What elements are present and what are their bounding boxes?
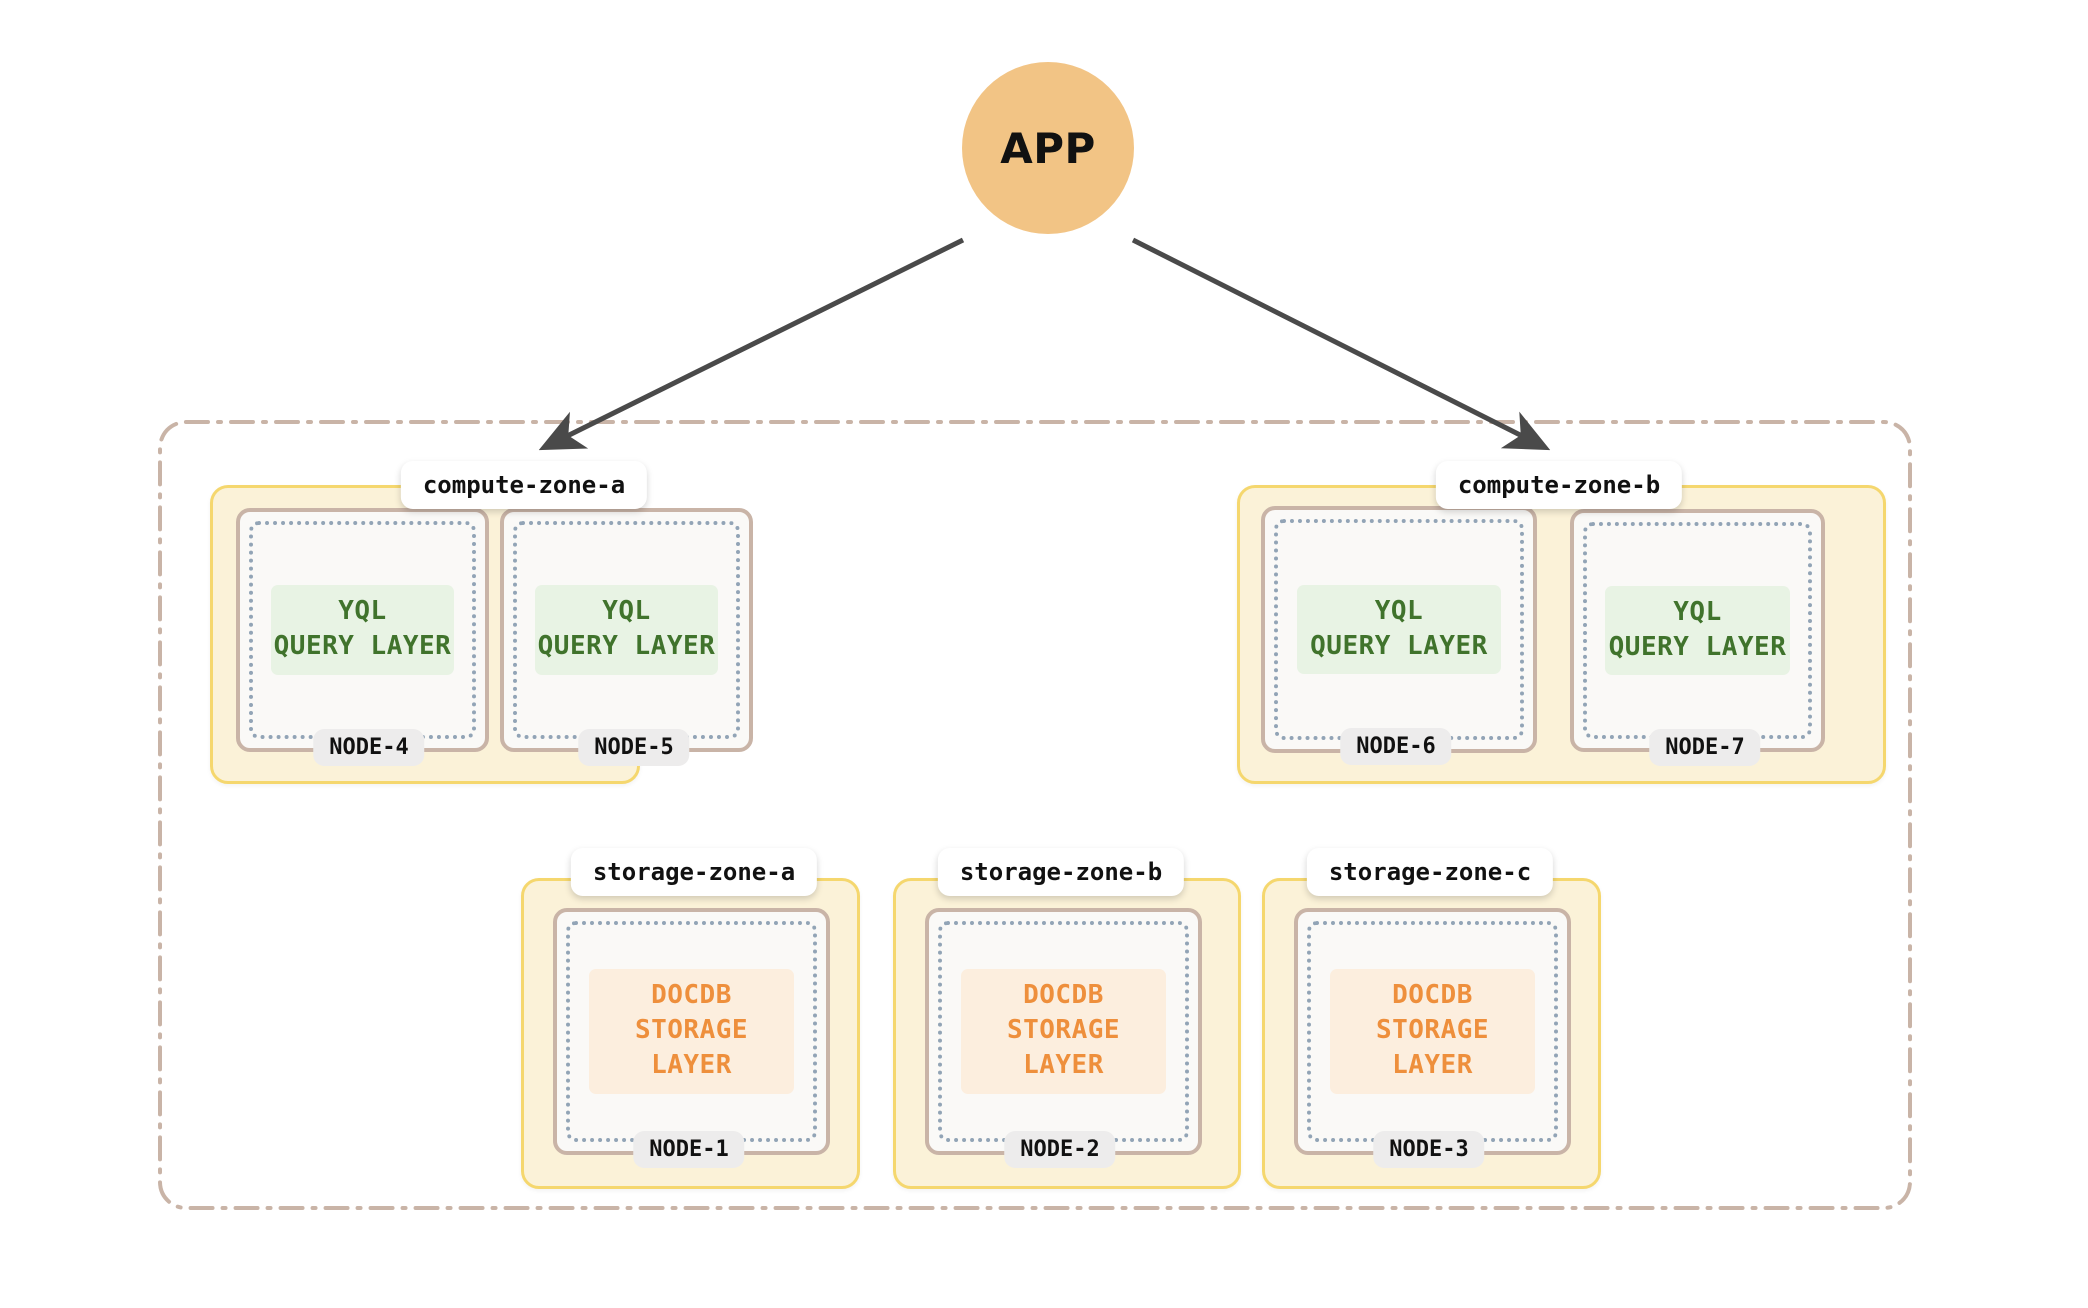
node-6-layer-chip: YQL QUERY LAYER — [1297, 584, 1501, 675]
node-5-box[interactable]: YQL QUERY LAYER — [500, 508, 753, 752]
node-5-badge: NODE-5 — [578, 729, 690, 766]
zone-label-storage-zone-a: storage-zone-a — [570, 848, 818, 896]
node-4-badge: NODE-4 — [313, 729, 425, 766]
node-5-inner: YQL QUERY LAYER — [513, 521, 740, 739]
app-node-label: APP — [1000, 123, 1096, 173]
node-1-layer-line2: STORAGE LAYER — [634, 1015, 749, 1080]
arrow-app-to-compute-zone-b — [1131, 237, 1551, 451]
node-3-layer-line2: STORAGE LAYER — [1375, 1015, 1490, 1080]
node-1-layer-line1: DOCDB — [651, 980, 732, 1011]
node-2-layer-chip: DOCDB STORAGE LAYER — [961, 969, 1166, 1094]
node-4-layer-line1: YQL — [338, 596, 387, 627]
node-4-layer-line2: QUERY LAYER — [273, 631, 452, 661]
node-1-badge: NODE-1 — [633, 1131, 745, 1168]
zone-label-compute-zone-a: compute-zone-a — [400, 461, 648, 509]
zone-label-compute-zone-b: compute-zone-b — [1435, 461, 1683, 509]
node-3-layer-line1: DOCDB — [1392, 980, 1473, 1011]
node-2-layer-line2: STORAGE LAYER — [1006, 1015, 1121, 1080]
node-3-inner: DOCDB STORAGE LAYER — [1307, 921, 1558, 1142]
node-2-layer-line1: DOCDB — [1023, 980, 1104, 1011]
node-7-layer-line2: QUERY LAYER — [1608, 631, 1787, 662]
zone-label-storage-zone-c: storage-zone-c — [1306, 848, 1554, 896]
node-6-inner: YQL QUERY LAYER — [1274, 519, 1524, 740]
node-4-inner: YQL QUERY LAYER — [249, 521, 476, 739]
node-4-box[interactable]: YQL QUERY LAYER — [236, 508, 489, 752]
zone-label-storage-zone-b: storage-zone-b — [937, 848, 1185, 896]
node-7-layer-line1: YQL — [1673, 596, 1722, 627]
node-3-box[interactable]: DOCDB STORAGE LAYER — [1294, 908, 1571, 1155]
node-6-layer-line2: QUERY LAYER — [1310, 630, 1488, 661]
node-3-layer-chip: DOCDB STORAGE LAYER — [1330, 969, 1535, 1094]
node-6-box[interactable]: YQL QUERY LAYER — [1261, 506, 1537, 753]
node-1-box[interactable]: DOCDB STORAGE LAYER — [553, 908, 830, 1155]
node-5-layer-line2: QUERY LAYER — [537, 631, 716, 661]
node-2-inner: DOCDB STORAGE LAYER — [938, 921, 1189, 1142]
node-1-inner: DOCDB STORAGE LAYER — [566, 921, 817, 1142]
cluster-boundary — [158, 420, 1912, 1210]
node-7-inner: YQL QUERY LAYER — [1583, 522, 1812, 739]
node-3-badge: NODE-3 — [1373, 1131, 1485, 1168]
node-5-layer-chip: YQL QUERY LAYER — [534, 585, 719, 675]
node-2-box[interactable]: DOCDB STORAGE LAYER — [925, 908, 1202, 1155]
node-4-layer-chip: YQL QUERY LAYER — [270, 585, 455, 675]
cluster-boundary-outline — [158, 420, 1912, 1210]
app-node[interactable]: APP — [962, 62, 1134, 234]
node-6-badge: NODE-6 — [1340, 728, 1452, 765]
node-6-layer-line1: YQL — [1374, 595, 1424, 626]
node-7-badge: NODE-7 — [1649, 729, 1761, 766]
node-1-layer-chip: DOCDB STORAGE LAYER — [589, 969, 794, 1094]
node-5-layer-line1: YQL — [602, 596, 651, 627]
arrow-app-to-compute-zone-a — [538, 237, 965, 451]
node-7-layer-chip: YQL QUERY LAYER — [1604, 585, 1791, 676]
node-7-box[interactable]: YQL QUERY LAYER — [1570, 509, 1825, 752]
node-2-badge: NODE-2 — [1004, 1131, 1116, 1168]
